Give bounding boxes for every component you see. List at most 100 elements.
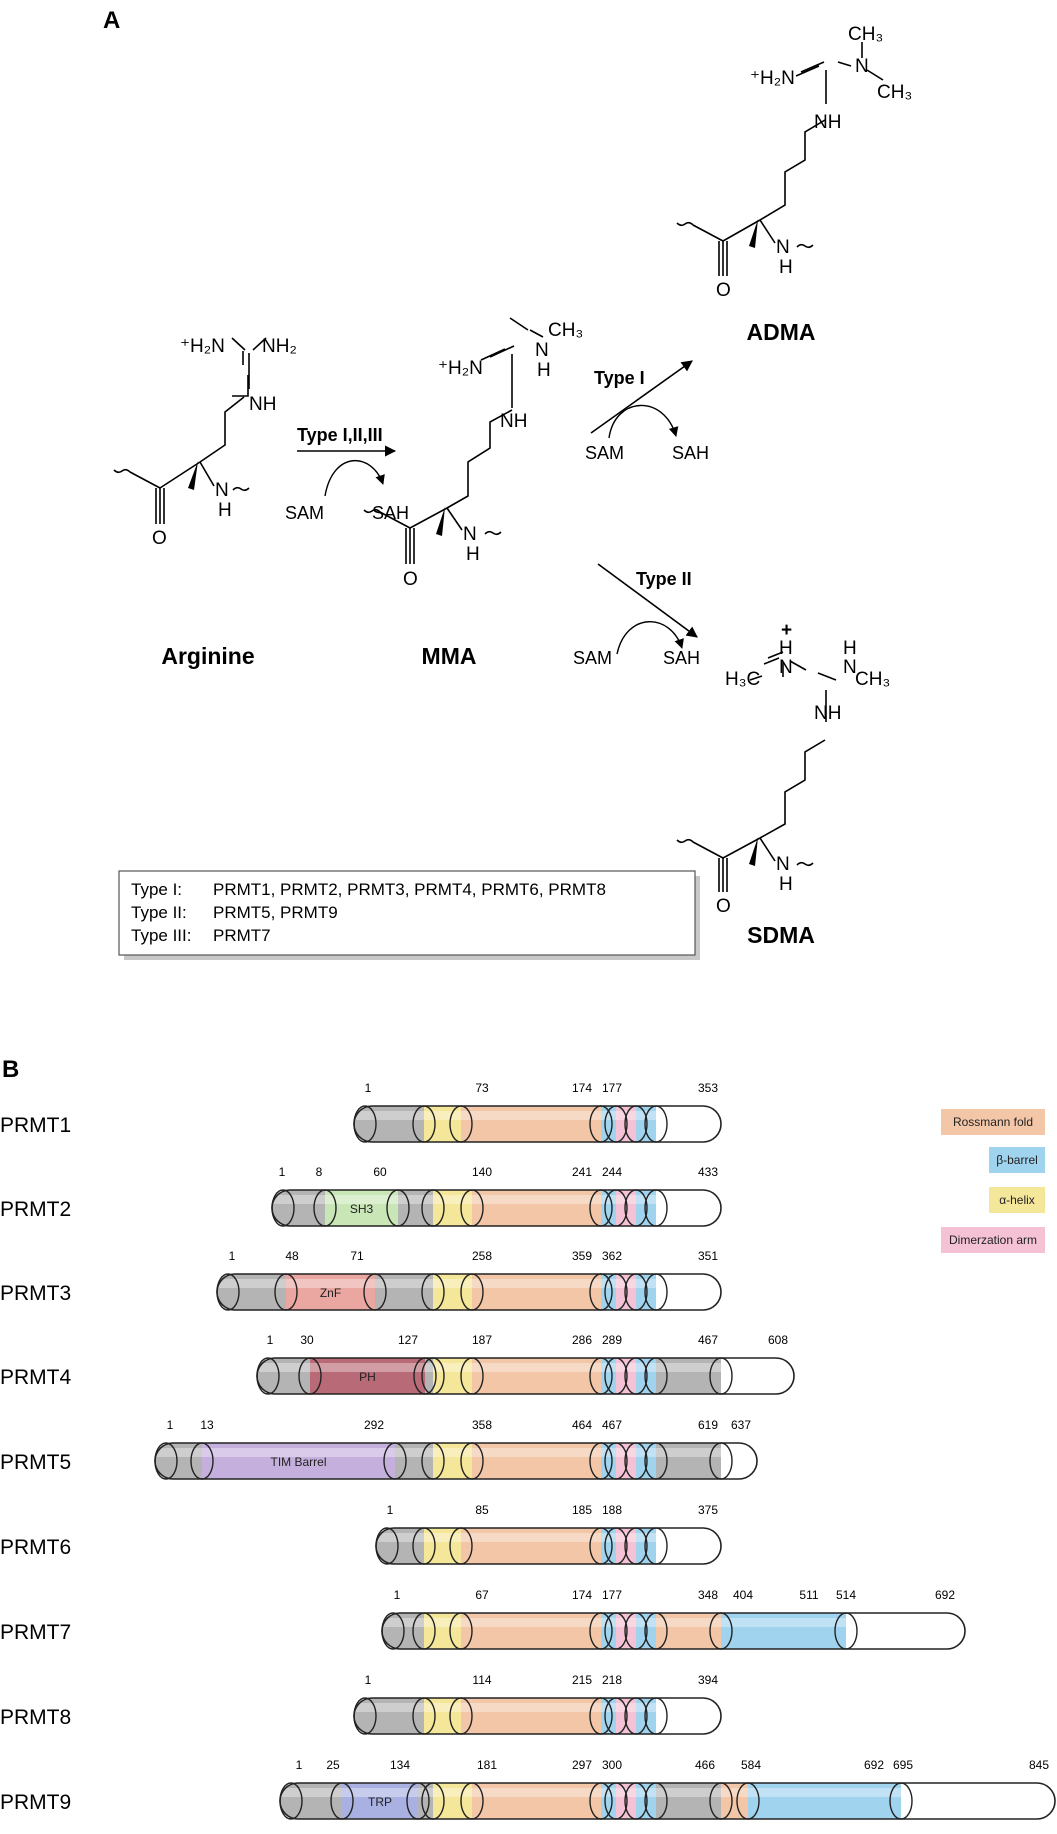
prmt2-residue-number: 1 xyxy=(279,1165,286,1179)
prmt2-domain-highlight-1 xyxy=(272,1195,325,1204)
arginine-guan-left: ⁺H₂N xyxy=(180,336,225,357)
prmt7-domain-4 xyxy=(601,1613,616,1649)
prmt4-domain-4 xyxy=(433,1358,472,1394)
prmt9-residue-number: 181 xyxy=(477,1758,497,1772)
prmt5-domain-highlight-6 xyxy=(601,1448,616,1457)
prmt1-domain-5 xyxy=(616,1106,636,1142)
prmt3-domain-label: ZnF xyxy=(320,1286,341,1300)
arginine-wedge xyxy=(188,461,198,490)
reaction-1-curved-arrow xyxy=(324,459,385,497)
prmt6-domain-4 xyxy=(601,1528,616,1564)
sdma-wedge xyxy=(749,837,758,866)
prmt2-domain-5 xyxy=(472,1190,601,1226)
prmt2-residue-number: 60 xyxy=(373,1165,387,1179)
prmt8-domain-6 xyxy=(636,1698,656,1734)
reaction-3: Type II SAM SAH xyxy=(573,563,700,668)
prmt2-residue-number: 244 xyxy=(602,1165,622,1179)
prmt4-residue-number: 467 xyxy=(698,1333,718,1347)
prmt6-domain-3 xyxy=(461,1528,601,1564)
prmt8-residue-number: 218 xyxy=(602,1673,622,1687)
legend-swatch xyxy=(989,1147,1045,1173)
prmt5-residue-number: 464 xyxy=(572,1418,592,1432)
legend-item: α-helix xyxy=(989,1187,1045,1213)
prmt4-domain-7 xyxy=(616,1358,636,1394)
panel-a-label: A xyxy=(103,7,120,34)
sdma-structure xyxy=(676,651,837,892)
prmt4-domain-highlight-9 xyxy=(656,1363,721,1372)
prmt8-domain-4 xyxy=(601,1698,616,1734)
arginine-backbone-h: H xyxy=(218,500,232,521)
prmt6-name: PRMT6 xyxy=(0,1536,71,1559)
prmt3-domain-highlight-4 xyxy=(433,1279,472,1288)
prmt7-residue-number: 692 xyxy=(935,1588,955,1602)
prmt4-residue-number: 286 xyxy=(572,1333,592,1347)
prmt4-residue-number: 30 xyxy=(300,1333,314,1347)
prmt5-residue-number: 292 xyxy=(364,1418,384,1432)
adma-structure xyxy=(676,42,884,276)
prmt2-domain-highlight-3 xyxy=(398,1195,433,1204)
prmt7-domain-6 xyxy=(636,1613,656,1649)
prmt4-domain-highlight-1 xyxy=(257,1363,310,1372)
prmt2-domain-2 xyxy=(325,1190,398,1226)
reaction-2-label: Type I xyxy=(594,368,645,388)
reaction-2-arrow xyxy=(590,360,693,434)
prmt3-domain-highlight-2 xyxy=(286,1279,375,1288)
prmt3-residue-number: 362 xyxy=(602,1249,622,1263)
panel-a: A ⁺H₂N NH₂ NH N H O Arginine xyxy=(103,7,912,960)
prmt2-residue-number: 433 xyxy=(698,1165,718,1179)
prmt5-residue-number: 1 xyxy=(167,1418,174,1432)
mma-backbone-n: N xyxy=(463,524,477,545)
prmt8-domain-highlight-3 xyxy=(461,1703,601,1712)
mma-carbonyl-o: O xyxy=(403,569,418,590)
legend-label: β-barrel xyxy=(996,1153,1038,1167)
prmt3-domain-4 xyxy=(433,1274,472,1310)
prmt1-domain-2 xyxy=(424,1106,461,1142)
prmt4-domain-highlight-3 xyxy=(425,1363,433,1372)
prmt9-domain-11 xyxy=(748,1783,901,1819)
arginine-backbone-n: N xyxy=(215,480,229,501)
prmt4-domain-3 xyxy=(425,1358,433,1394)
prmt3-domain-5 xyxy=(472,1274,601,1310)
arginine-structure xyxy=(113,337,267,524)
prmt1-domain-highlight-3 xyxy=(461,1111,601,1120)
prmt5-domain-highlight-5 xyxy=(472,1448,601,1457)
reaction-3-sah: SAH xyxy=(663,648,700,668)
adma-backbone-h: H xyxy=(779,257,793,278)
legend-label: Dimerzation arm xyxy=(949,1233,1037,1247)
prmt7-residue-number: 404 xyxy=(733,1588,753,1602)
mma-guan-left: ⁺H₂N xyxy=(438,358,483,379)
prmt4-domain-6 xyxy=(601,1358,616,1394)
prmt5-residue-number: 13 xyxy=(200,1418,214,1432)
prmt2-outline xyxy=(271,1189,722,1227)
sdma-plus: + xyxy=(781,620,792,641)
prmt7-residue-number: 514 xyxy=(836,1588,856,1602)
reaction-3-label: Type II xyxy=(636,569,692,589)
prmt6-domain-highlight-2 xyxy=(424,1533,461,1542)
legend-item: Rossmann fold xyxy=(941,1109,1045,1135)
prmt8-domain-highlight-4 xyxy=(601,1703,616,1712)
prmt2-domain-highlight-4 xyxy=(433,1195,472,1204)
prmt3-residue-number: 1 xyxy=(229,1249,236,1263)
sdma-h-right: H xyxy=(843,638,857,659)
prmt5-residue-number: 358 xyxy=(472,1418,492,1432)
prmt1-domain-4 xyxy=(601,1106,616,1142)
prmt8-name: PRMT8 xyxy=(0,1706,71,1729)
adma-name: ADMA xyxy=(747,319,816,345)
reaction-3-sam: SAM xyxy=(573,648,612,668)
prmt4-residue-number: 1 xyxy=(267,1333,274,1347)
prmt6-domain-6 xyxy=(636,1528,656,1564)
prmt4-domain-highlight-6 xyxy=(601,1363,616,1372)
prmt1-outline xyxy=(353,1105,722,1143)
prmt2-domain-7 xyxy=(616,1190,636,1226)
prmt3-residue-number: 351 xyxy=(698,1249,718,1263)
mma-guan-n: N xyxy=(535,340,549,361)
adma-ch3-right: CH₃ xyxy=(877,82,912,103)
prmt3-domain-highlight-5 xyxy=(472,1279,601,1288)
prmt6-residue-number: 188 xyxy=(602,1503,622,1517)
prmt7-residue-number: 511 xyxy=(799,1588,818,1602)
prmt5-domain-highlight-2 xyxy=(202,1448,395,1457)
